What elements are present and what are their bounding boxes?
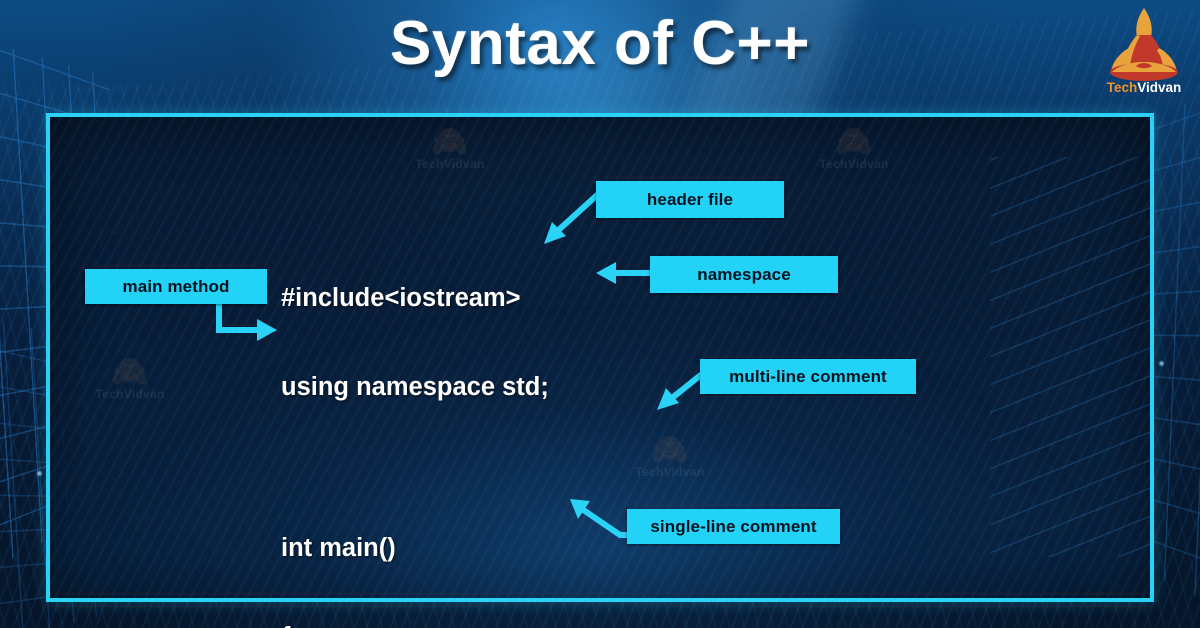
- panel-grid-mesh-right: [990, 157, 1150, 557]
- panel-glow: [116, 309, 1084, 598]
- logo-text-primary: Tech: [1106, 80, 1138, 95]
- code-line-blank: [281, 461, 1001, 475]
- techvidvan-logo: TechVidvan: [1096, 4, 1192, 98]
- code-line-namespace: using namespace std;: [281, 372, 549, 401]
- background-spark: [1158, 360, 1165, 367]
- meditating-figure-icon: [1110, 8, 1178, 81]
- code-line-include: #include<iostream>: [281, 284, 521, 312]
- background-spark: [36, 470, 43, 477]
- code-line-main: int main(): [281, 534, 396, 562]
- label-header-file[interactable]: header file: [596, 181, 784, 218]
- logo-text-secondary: Vidvan: [1137, 80, 1182, 95]
- logo-wordmark: TechVidvan: [1096, 80, 1192, 95]
- label-single-line-comment[interactable]: single-line comment: [627, 509, 840, 544]
- code-line-open-brace: {: [281, 623, 1001, 628]
- label-multi-line-comment[interactable]: multi-line comment: [700, 359, 916, 394]
- code-block: #include<iostream> using namespace std; …: [281, 225, 1001, 628]
- page-title: Syntax of C++: [390, 9, 810, 78]
- label-namespace[interactable]: namespace: [650, 256, 838, 293]
- label-main-method[interactable]: main method: [85, 269, 267, 304]
- header: Syntax of C++: [0, 0, 1200, 112]
